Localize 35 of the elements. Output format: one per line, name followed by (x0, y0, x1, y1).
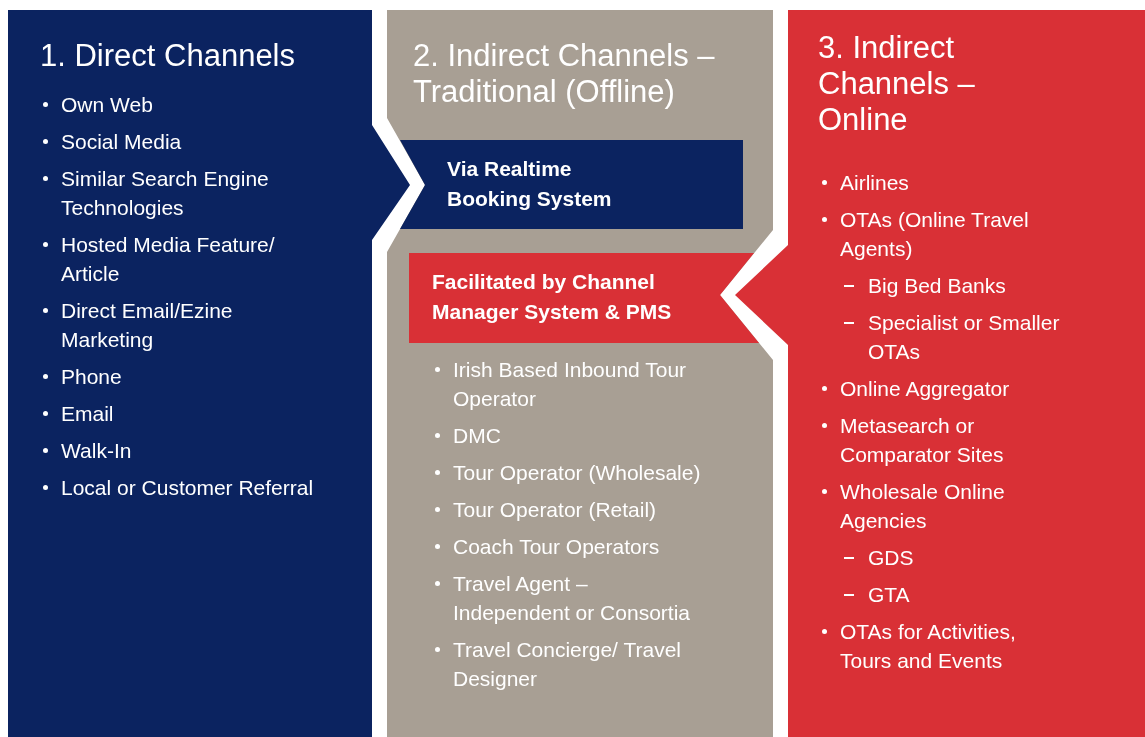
list-item-text: Walk-In (61, 439, 132, 462)
list-item-text: Metasearch or Comparator Sites (840, 414, 1004, 466)
list-item-text: OTAs for Activities, Tours and Events (840, 620, 1016, 672)
list-item-text: DMC (453, 424, 501, 447)
banner-text: Facilitated by Channel Manager System & PMS (432, 269, 673, 325)
list-item-text: Online Aggregator (840, 377, 1010, 400)
list-item-text: Direct Email/Ezine Marketing (61, 299, 233, 351)
banner-text: Via Realtime Booking System (447, 156, 613, 212)
list-item-text: Irish Based Inbound Tour Operator (453, 358, 687, 410)
list-item-text: Similar Search Engine Technologies (61, 167, 269, 219)
list-item-text: Local or Customer Referral (61, 476, 314, 499)
list-item-text: Big Bed Banks (868, 274, 1006, 297)
list-item-text: Travel Agent – Independent or Consortia (453, 572, 690, 624)
list-item-text: Tour Operator (Wholesale) (453, 461, 701, 484)
list-item-text: Hosted Media Feature/ Article (61, 233, 275, 285)
list-item-text: Phone (61, 365, 122, 388)
list-item-text: OTAs (Online Travel Agents) (840, 208, 1029, 260)
list-item-text: Specialist or Smaller OTAs (868, 311, 1060, 363)
list-item-text: Email (61, 402, 114, 425)
panel-heading: 3. Indirect Channels – Online (818, 30, 976, 138)
channel-panel (735, 10, 1145, 737)
list-item-text: Own Web (61, 93, 153, 116)
list-item-text: Coach Tour Operators (453, 535, 660, 558)
list-item-text: GDS (868, 546, 914, 569)
channel-panel (8, 10, 410, 737)
list-item-text: Tour Operator (Retail) (453, 498, 657, 521)
list-item-text: Social Media (61, 130, 182, 153)
list-item-text: Wholesale Online Agencies (840, 480, 1005, 532)
list-item-text: Airlines (840, 171, 909, 194)
panel-heading: 1. Direct Channels (40, 38, 296, 74)
list-item-text: Travel Concierge/ Travel Designer (453, 638, 681, 690)
panel-heading: 2. Indirect Channels – Traditional (Offline) (413, 38, 716, 110)
system-banner (398, 140, 743, 229)
channel-panel (387, 10, 773, 737)
list-item-text: GTA (868, 583, 910, 606)
